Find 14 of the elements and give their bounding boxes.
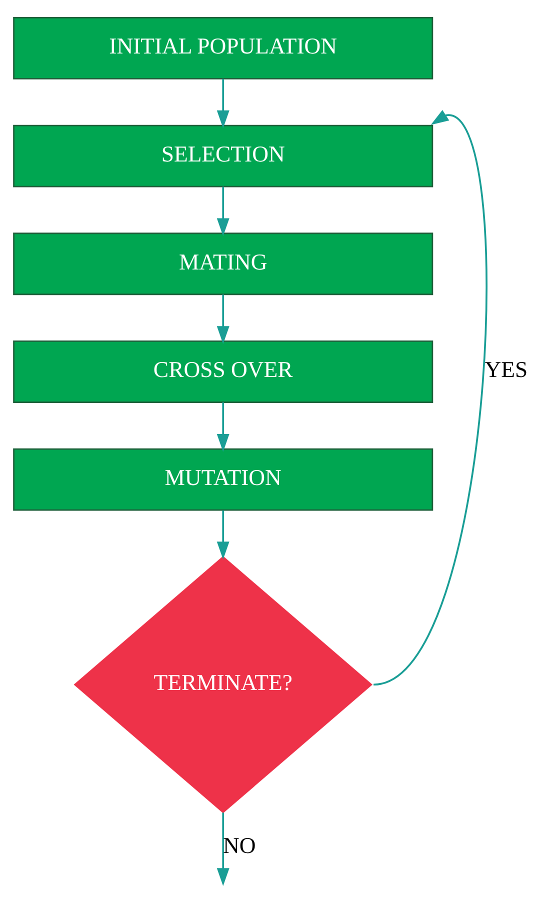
arrow <box>216 402 230 452</box>
node-box: SELECTION <box>13 124 434 188</box>
node-box: INITIAL POPULATION <box>13 16 434 80</box>
arrow <box>373 110 488 686</box>
arrow <box>216 186 230 236</box>
edge-label: YES <box>484 357 528 382</box>
arrow <box>216 510 230 560</box>
arrow <box>216 812 230 886</box>
node-box: MATING <box>13 232 434 296</box>
node-diamond: TERMINATE? <box>74 556 372 814</box>
node-box: MUTATION <box>13 448 434 511</box>
arrow <box>216 78 230 128</box>
arrow <box>216 294 230 344</box>
node-box: CROSS OVER <box>13 340 434 403</box>
